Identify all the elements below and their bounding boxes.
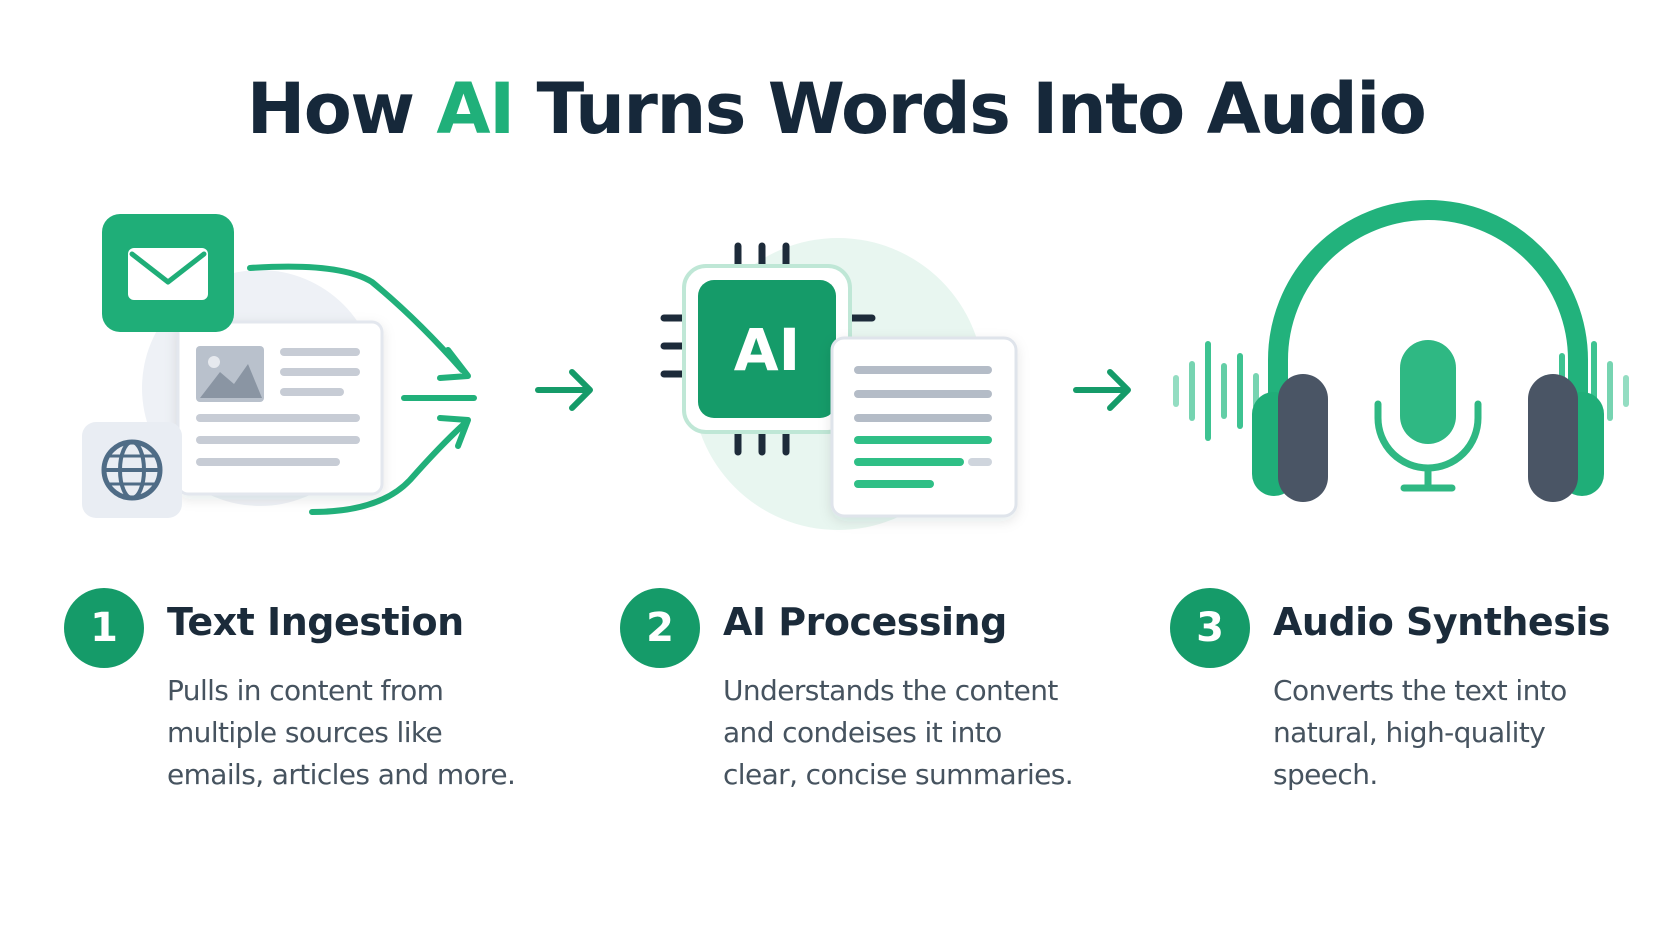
title-accent: AI <box>436 68 515 150</box>
step-title: Text Ingestion <box>167 600 464 644</box>
chip-label: AI <box>734 316 800 384</box>
ai-chip-icon: AI <box>682 264 852 434</box>
title-suffix: Turns Words Into Audio <box>513 68 1427 150</box>
step-description-line: speech. <box>1273 758 1378 791</box>
ingestion-illustration <box>82 214 477 518</box>
step-description-line: natural, high-quality <box>1273 716 1546 749</box>
step-description-line: multiple sources like <box>167 716 443 749</box>
globe-icon <box>82 422 182 518</box>
processing-illustration: AI <box>660 238 1018 530</box>
step-description-line: clear, concise summaries. <box>723 758 1074 791</box>
step-badge: 1 <box>64 588 144 668</box>
step-description-line: and condeises it into <box>723 716 1002 749</box>
step-badge: 2 <box>620 588 700 668</box>
step-description-line: Understands the content <box>723 674 1058 707</box>
step-description: Understands the content and condeises it… <box>723 670 1103 796</box>
step-description-line: Converts the text into <box>1273 674 1567 707</box>
step-badge: 3 <box>1170 588 1250 668</box>
summary-document-icon <box>830 336 1018 518</box>
step-description: Converts the text into natural, high-qua… <box>1273 670 1653 796</box>
envelope-icon <box>102 214 234 332</box>
step-title: AI Processing <box>723 600 1007 644</box>
arrow-2-to-3 <box>1073 369 1131 411</box>
chip-pins <box>660 242 876 456</box>
arrow-1-to-2 <box>535 369 593 411</box>
page-title: How AI Turns Words Into Audio <box>0 68 1672 150</box>
microphone-icon <box>1374 340 1482 492</box>
synthesis-illustration <box>1173 200 1629 502</box>
title-prefix: How <box>246 68 437 150</box>
sound-wave-left <box>1173 341 1259 441</box>
headphones-icon <box>1252 200 1604 502</box>
step-title: Audio Synthesis <box>1273 600 1610 644</box>
flow-lines <box>247 263 477 515</box>
step-description: Pulls in content from multiple sources l… <box>167 670 547 796</box>
step-description-line: emails, articles and more. <box>167 758 516 791</box>
step-description-line: Pulls in content from <box>167 674 444 707</box>
arrowhead-top <box>437 347 471 381</box>
arrowhead-bottom <box>437 415 471 449</box>
